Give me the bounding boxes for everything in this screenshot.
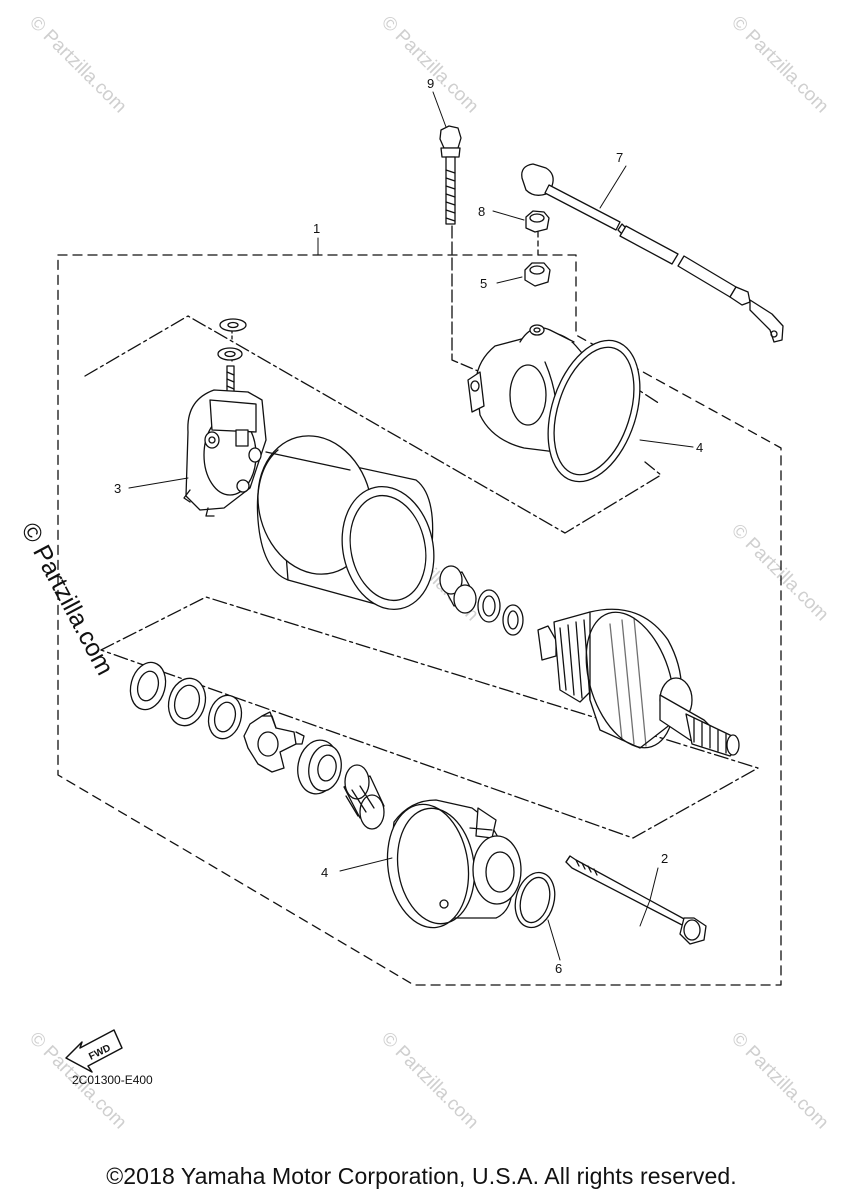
washer-left-b: [167, 677, 207, 727]
washer-left-c: [207, 694, 243, 740]
callout-1: 1: [313, 221, 321, 236]
callout-5: 5: [480, 276, 488, 291]
callout-3: 3: [114, 481, 122, 496]
bolt-part-9: [439, 125, 462, 225]
callout-4-upper: 4: [696, 440, 704, 455]
washer-left-a: [129, 661, 167, 711]
through-bolt-part-2: [565, 855, 707, 945]
lead-wire-part-7: [521, 163, 784, 343]
leader-lines: [128, 91, 694, 961]
bushing: [439, 565, 477, 614]
callout-2: 2: [661, 851, 669, 866]
washer-small-b: [502, 604, 524, 636]
armature: [537, 608, 740, 757]
plane-upper: [84, 315, 662, 534]
copyright-notice: ©2018 Yamaha Motor Corporation, U.S.A. A…: [106, 1163, 737, 1189]
o-ring-part-6: [514, 871, 556, 929]
callout-4-lower: 4: [321, 865, 329, 880]
yoke: [256, 435, 435, 611]
callout-7: 7: [616, 150, 624, 165]
plane-lower: [100, 596, 759, 839]
callout-9: 9: [427, 76, 435, 91]
bearing: [297, 739, 342, 795]
lock-plate: [243, 711, 305, 773]
nut-part-5: [524, 262, 551, 287]
nut-part-8: [525, 210, 550, 233]
washer-small-a: [477, 589, 501, 623]
needle-bearing: [343, 764, 385, 830]
front-cover-part-4: [386, 799, 522, 929]
brush-holder-part-3: [183, 365, 267, 517]
callout-6: 6: [555, 961, 563, 976]
diagram-code: 2C01300-E400: [72, 1073, 153, 1087]
fwd-arrow-icon: FWD: [65, 1029, 123, 1073]
bolt-guide: [451, 225, 486, 375]
assembly-boundary: [57, 254, 782, 986]
washer-upper: [219, 318, 247, 332]
washer-lower: [217, 347, 243, 361]
callout-8: 8: [478, 204, 486, 219]
o-ring-part-4-upper: [547, 339, 641, 483]
